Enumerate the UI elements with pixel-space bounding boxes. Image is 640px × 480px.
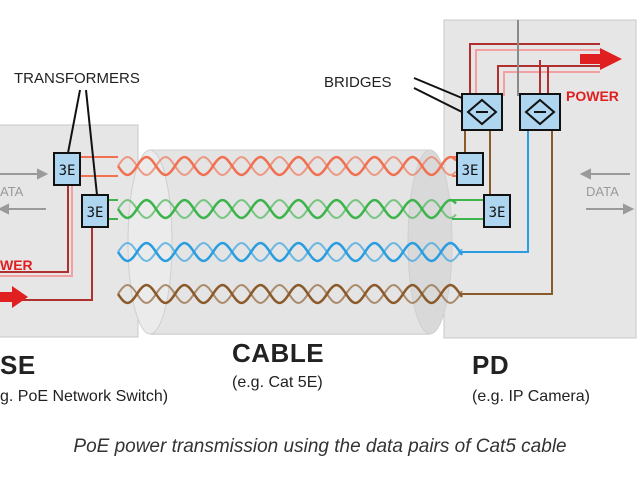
svg-text:3E: 3E (59, 163, 76, 179)
orange-pair-wire (116, 155, 457, 177)
power-arrow-icon (580, 48, 622, 70)
pse-title: SE (0, 350, 36, 380)
transformers-label: TRANSFORMERS (14, 70, 140, 87)
data-label-left: ATA (0, 184, 24, 199)
twisted-pairs (116, 155, 464, 305)
svg-text:3E: 3E (87, 205, 104, 221)
power-arrow-icon (0, 286, 28, 308)
bridges-label: BRIDGES (324, 74, 392, 91)
data-arrow-icon (579, 168, 635, 215)
pd-wiring (452, 20, 600, 295)
pd-subtitle: (e.g. IP Camera) (472, 388, 590, 405)
transformer-icon: 3E (53, 152, 81, 186)
cable-subtitle: (e.g. Cat 5E) (232, 374, 323, 391)
data-arrow-icon (0, 168, 49, 215)
data-label-right: DATA (586, 184, 619, 199)
transformers-leader-lines (67, 89, 98, 196)
orange-pair-wire (117, 155, 457, 177)
figure-caption: PoE power transmission using the data pa… (73, 436, 567, 457)
cable-body (127, 149, 453, 335)
transformer-icon: 3E (456, 152, 484, 186)
power-label-right: POWER (566, 88, 619, 104)
bridges-leader-lines (413, 77, 463, 113)
pse-subtitle: g. PoE Network Switch) (0, 388, 169, 405)
pd-title: PD (472, 350, 510, 380)
bridge-rectifier-icon (519, 93, 561, 131)
bridge-rectifier-icon (461, 93, 503, 131)
blue-pair-wire (117, 241, 463, 263)
brown-pair-wire (117, 283, 463, 305)
transformer-icon: 3E (81, 194, 109, 228)
transformer-icon: 3E (483, 194, 511, 228)
cable-title: CABLE (232, 338, 325, 368)
svg-text:3E: 3E (462, 163, 479, 179)
power-label-left: WER (0, 257, 33, 273)
svg-text:3E: 3E (489, 205, 506, 221)
green-pair-wire (116, 198, 457, 220)
green-pair-wire (117, 198, 457, 220)
